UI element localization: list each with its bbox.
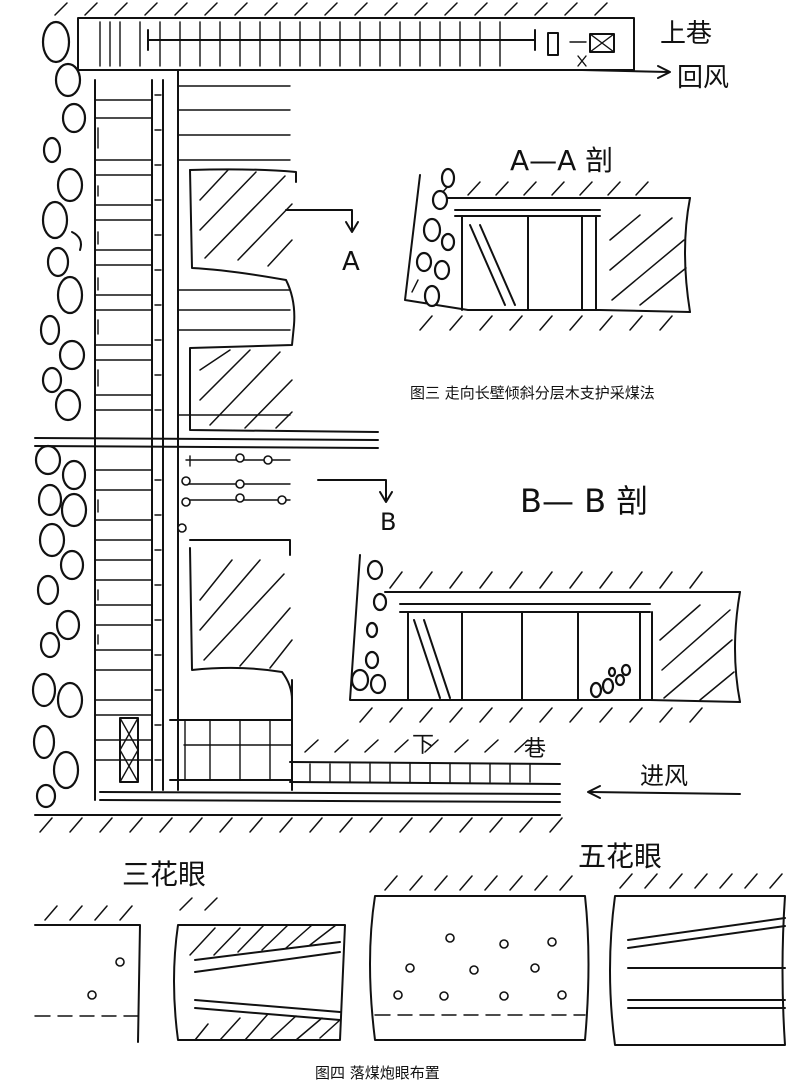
shot-hole-pattern-face — [177, 453, 291, 533]
intake-air-label: 进风 — [640, 762, 688, 790]
section-b-arrow — [317, 479, 393, 503]
return-air-door-icon — [569, 33, 615, 67]
upper-roadway — [77, 17, 635, 71]
section-a-label: A — [342, 247, 360, 277]
section-bb-drawing — [349, 554, 741, 723]
lower-roadway-label-right: 巷 — [524, 737, 546, 762]
return-air-arrow — [581, 65, 671, 79]
section-aa-title: A—A 剖 — [510, 144, 613, 177]
lower-roadway — [99, 679, 561, 803]
three-hole-title: 三花眼 — [122, 858, 206, 891]
figure3-caption: 图三 走向长壁倾斜分层木支护采煤法 — [410, 384, 655, 402]
upper-roof-hatch — [54, 2, 608, 16]
section-a-arrow — [285, 209, 359, 233]
upper-coal-pillar — [189, 168, 379, 433]
upper-roadway-label: 上巷 — [660, 19, 712, 49]
figure4-caption: 图四 落煤炮眼布置 — [315, 1064, 440, 1082]
floor-hatch — [34, 814, 563, 833]
three-hole-side-view — [173, 897, 346, 1041]
five-hole-face-view — [369, 875, 590, 1041]
lower-coal-pillar — [189, 539, 293, 701]
five-hole-title: 五花眼 — [578, 840, 662, 873]
section-b-label: B — [380, 508, 396, 536]
return-air-label: 回风 — [677, 63, 729, 93]
five-hole-side-view — [609, 873, 786, 1046]
section-aa-drawing — [404, 167, 691, 331]
lower-roadway-label-left: 下 — [412, 733, 434, 758]
middle-roadway — [34, 437, 379, 449]
three-hole-face-view — [34, 905, 141, 1043]
goaf-rock-column — [31, 20, 88, 809]
section-bb-title: B— B 剖 — [520, 482, 648, 520]
working-face-supports — [94, 69, 291, 801]
intake-air-arrow — [587, 785, 741, 799]
